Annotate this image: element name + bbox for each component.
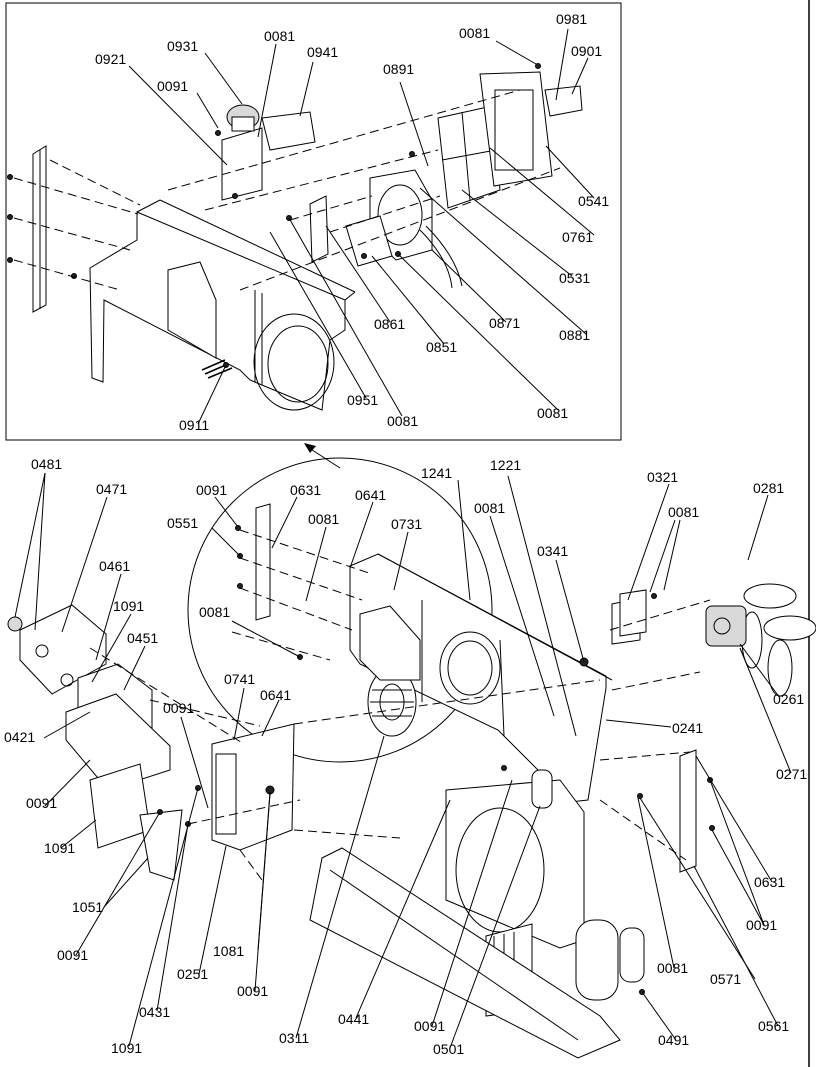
callout-0081: 0081 (657, 960, 688, 976)
callout-0741: 0741 (224, 671, 255, 687)
callout-0341: 0341 (537, 543, 568, 559)
damper-plate (345, 215, 393, 267)
callout-1091: 1091 (111, 1040, 142, 1056)
callout-0851: 0851 (426, 339, 457, 355)
main-drawing (7, 457, 816, 1059)
inset-assembly-lines (13, 89, 561, 291)
callout-0561: 0561 (758, 1018, 789, 1034)
callout-0081: 0081 (308, 511, 339, 527)
bulkhead-opening (167, 261, 217, 359)
callout-0091: 0091 (57, 947, 88, 963)
callout-0501: 0501 (433, 1041, 464, 1057)
callout-labels: 0931 0081 0941 0921 0091 0891 0081 0981 … (4, 11, 807, 1057)
base-pan (309, 847, 621, 1059)
callout-1081: 1081 (213, 943, 244, 959)
capacitor (531, 769, 553, 809)
callout-0091: 0091 (157, 78, 188, 94)
callout-0081: 0081 (387, 413, 418, 429)
callout-0981: 0981 (556, 11, 587, 27)
callout-1241: 1241 (421, 465, 452, 481)
callout-0081: 0081 (537, 405, 568, 421)
vertical-rail (255, 503, 271, 621)
detail-circle (187, 457, 493, 763)
mount-plate (261, 111, 316, 151)
side-panel (211, 723, 295, 851)
callout-0641: 0641 (355, 487, 386, 503)
callout-0891: 0891 (383, 61, 414, 77)
control-knob-1 (7, 616, 23, 632)
callout-0081: 0081 (668, 504, 699, 520)
callout-0491: 0491 (658, 1032, 689, 1048)
callout-1051: 1051 (72, 899, 103, 915)
callout-0451: 0451 (127, 630, 158, 646)
bracket-right (619, 589, 647, 637)
callout-0541: 0541 (578, 193, 609, 209)
callout-0531: 0531 (559, 270, 590, 286)
callout-0091: 0091 (746, 917, 777, 933)
control-bracket (89, 763, 151, 849)
callout-0091: 0091 (163, 700, 194, 716)
callout-0631: 0631 (290, 482, 321, 498)
callout-0081: 0081 (474, 500, 505, 516)
callout-0081: 0081 (199, 604, 230, 620)
callout-0241: 0241 (672, 720, 703, 736)
callout-0091: 0091 (237, 983, 268, 999)
callout-0421: 0421 (4, 729, 35, 745)
blower-housing (359, 605, 421, 681)
callout-0091: 0091 (414, 1018, 445, 1034)
callout-0881: 0881 (559, 327, 590, 343)
fan-assembly (705, 583, 816, 697)
callout-1091: 1091 (113, 598, 144, 614)
motor-bracket (221, 127, 263, 201)
blower-ring (253, 313, 335, 411)
callout-0551: 0551 (167, 515, 198, 531)
control-board (65, 693, 171, 791)
callout-0471: 0471 (96, 481, 127, 497)
inset-drawing (7, 63, 583, 411)
callout-0481: 0481 (31, 456, 62, 472)
callout-0441: 0441 (338, 1011, 369, 1027)
compressor (575, 919, 645, 1001)
callout-0921: 0921 (95, 51, 126, 67)
callout-0901: 0901 (571, 43, 602, 59)
callout-1091: 1091 (44, 840, 75, 856)
callout-0091: 0091 (196, 482, 227, 498)
filter-cover (479, 71, 553, 187)
detail-inset-frame (5, 2, 622, 441)
inset-pointer-arrow (304, 443, 316, 453)
callout-0931: 0931 (167, 38, 198, 54)
callout-0461: 0461 (99, 558, 130, 574)
callout-0951: 0951 (347, 392, 378, 408)
callout-1221: 1221 (490, 457, 521, 473)
callout-0281: 0281 (753, 480, 784, 496)
callout-0431: 0431 (139, 1004, 170, 1020)
callout-0761: 0761 (562, 229, 593, 245)
callout-0861: 0861 (374, 316, 405, 332)
callout-0081: 0081 (264, 28, 295, 44)
callout-0641: 0641 (260, 687, 291, 703)
blower-wheel (367, 667, 417, 737)
callout-0871: 0871 (489, 315, 520, 331)
bulkhead-panel (89, 211, 346, 411)
callout-0941: 0941 (307, 44, 338, 60)
main-blower-ring (439, 631, 501, 705)
callout-0911: 0911 (179, 417, 209, 433)
callout-0731: 0731 (391, 516, 422, 532)
callout-0631: 0631 (754, 874, 785, 890)
callout-0311: 0311 (279, 1030, 309, 1046)
filter-frame (437, 105, 501, 209)
callout-0081: 0081 (459, 25, 490, 41)
callout-0321: 0321 (647, 469, 678, 485)
inset-bracket (544, 85, 583, 117)
callout-0251: 0251 (177, 966, 208, 982)
leader-lines (14, 28, 792, 1049)
control-escutcheon (19, 604, 107, 695)
callout-0271: 0271 (776, 766, 807, 782)
damper-door (309, 195, 329, 263)
callout-0091: 0091 (26, 795, 57, 811)
vertical-rail-right (679, 749, 697, 873)
callout-0261: 0261 (773, 691, 804, 707)
callout-0571: 0571 (710, 971, 741, 987)
